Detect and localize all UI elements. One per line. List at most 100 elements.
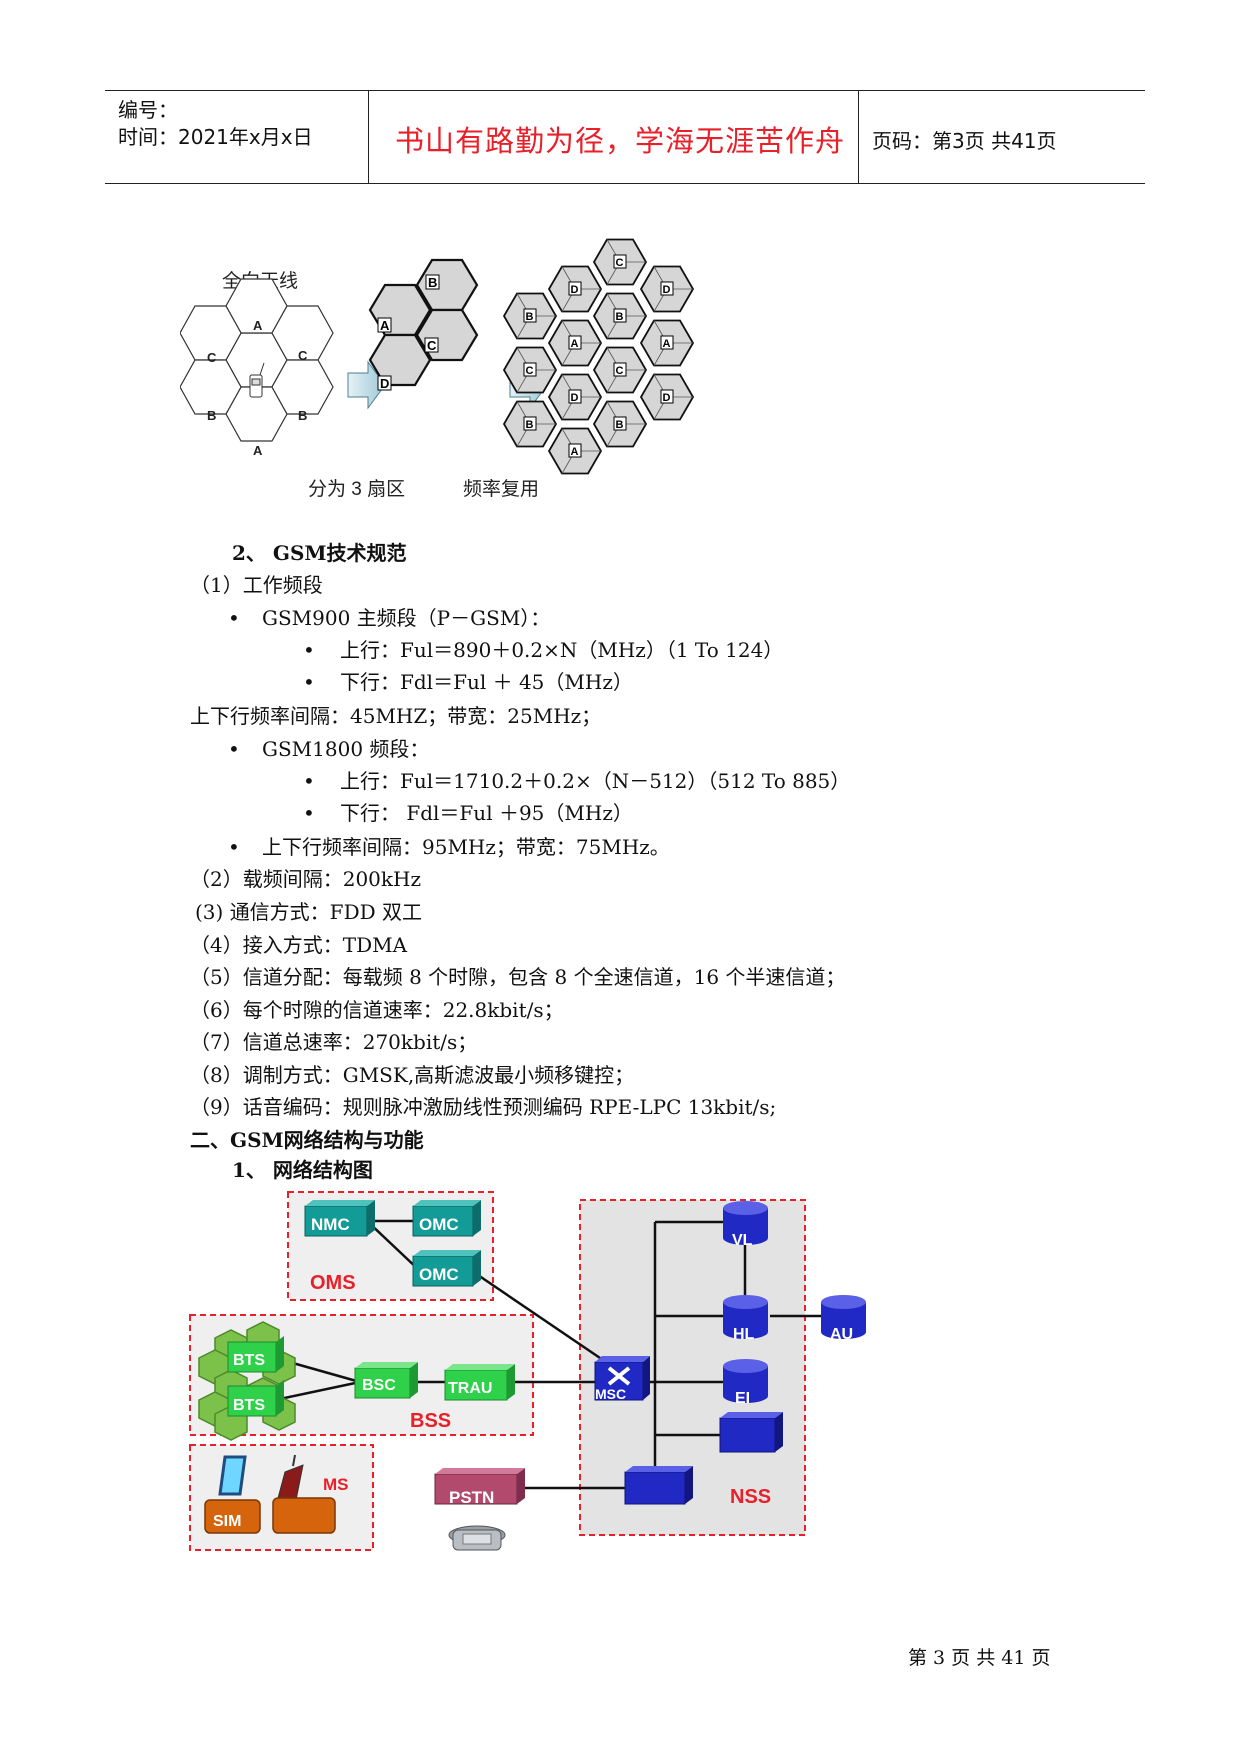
reuse-letter-box [613, 362, 627, 377]
spec-line-16: （8）调制方式：GMSK,高斯滤波最小频移键控； [190, 1063, 635, 1087]
header-top-rule [105, 90, 1145, 91]
bts1-label: BTS [233, 1352, 265, 1369]
spec-line-5: 上下行频率间隔：45MHZ；带宽：25MHz； [190, 704, 602, 728]
page-label: 页码：第3页 共41页 [872, 129, 1057, 153]
reuse-letter-box [523, 308, 537, 323]
sector-letter-B: B [428, 275, 437, 290]
spec-line-1: （1）工作频段 [190, 573, 323, 597]
pstn-node: PSTN [434, 1468, 525, 1507]
reuse-letter-box [568, 335, 582, 350]
omc1-label: OMC [419, 1215, 459, 1234]
bullet-icon: • [303, 769, 315, 793]
bts-node-2: BTS [227, 1380, 284, 1417]
sector-letter-A: A [380, 318, 390, 333]
vl-label: VL [732, 1232, 753, 1249]
spec-line-13: （5）信道分配：每载频 8 个时隙，包含 8 个全速信道，16 个半速信道； [190, 965, 846, 989]
sector-caption: 分为 3 扇区 [308, 478, 405, 500]
reuse-letter: D [663, 284, 671, 296]
reuse-letter: B [526, 419, 534, 431]
bullet-icon: • [228, 606, 240, 630]
omni-label-top: A [253, 318, 263, 333]
bsc-node: BSC [354, 1362, 418, 1399]
network-diagram-title: 1、 网络结构图 [232, 1158, 373, 1182]
spec-line-17: （9）话音编码：规则脉冲激励线性预测编码 RPE-LPC 13kbit/s; [190, 1095, 777, 1119]
reuse-letter: C [616, 257, 624, 269]
spec-line-11: (3) 通信方式：FDD 双工 [195, 900, 422, 924]
reuse-letter-box [613, 308, 627, 323]
hl-database: HL [723, 1295, 768, 1343]
nmc-label: NMC [311, 1215, 350, 1234]
bts2-label: BTS [233, 1397, 265, 1414]
bullet-icon: • [228, 835, 240, 859]
reuse-letter-box [568, 389, 582, 404]
vl-database: VL [723, 1201, 768, 1249]
nss-label: NSS [730, 1486, 771, 1508]
ms-box [272, 1497, 336, 1534]
network-structure-figure: NMC OMC OMC OMS [189, 1191, 866, 1551]
page-footer: 第 3 页 共 41 页 [908, 1647, 1051, 1669]
omc2-label: OMC [419, 1265, 459, 1284]
telephone-icon [448, 1525, 506, 1551]
omni-label-bottom: A [253, 443, 263, 458]
header-motto: 书山有路勤为径，学海无涯苦作舟 [395, 124, 846, 158]
reuse-letter-box [523, 416, 537, 431]
header-divider-1 [368, 90, 369, 183]
sim-card-icon [218, 1455, 247, 1496]
reuse-letter: B [616, 419, 624, 431]
reuse-letter-box [660, 281, 674, 296]
reuse-letter: A [663, 338, 671, 350]
mobile-phone-icon [249, 362, 265, 398]
reuse-letter-box [660, 335, 674, 350]
reuse-letter-box [523, 362, 537, 377]
bsc-label: BSC [362, 1377, 396, 1394]
omc-node-2: OMC [412, 1250, 481, 1287]
omni-label-ll: B [207, 408, 216, 423]
spec-line-4: 下行：Fdl＝Ful ＋ 45（MHz） [340, 670, 633, 694]
reuse-letter: B [616, 311, 624, 323]
spec-line-12: （4）接入方式：TDMA [190, 933, 408, 957]
spec-line-6: GSM1800 频段： [262, 737, 430, 761]
time-label: 时间：2021年x月x日 [118, 125, 313, 149]
omc-node-1: OMC [412, 1200, 481, 1237]
arrow-right-icon [347, 360, 386, 410]
reuse-letter-box [660, 389, 674, 404]
omni-hex-lower-right [271, 359, 334, 415]
msc-label: MSC [595, 1386, 626, 1402]
bullet-icon: • [303, 801, 315, 825]
spec-line-7: 上行：Ful＝1710.2＋0.2×（N－512）（512 To 885） [340, 769, 851, 793]
reuse-letter: D [663, 392, 671, 404]
omni-label-ur: C [298, 348, 308, 363]
cell-reuse-figure: 全向天线 A C C B B A B A [180, 238, 695, 500]
reuse-letter: C [616, 365, 624, 377]
switch-cross-icon [607, 1366, 631, 1386]
au-label: AU [830, 1326, 853, 1343]
reuse-letter-box [568, 443, 582, 458]
ei-label: EI [735, 1390, 750, 1407]
sim-label: SIM [213, 1513, 241, 1530]
reuse-letter: B [526, 311, 534, 323]
spec-line-15: （7）信道总速率：270kbit/s； [190, 1030, 478, 1054]
reuse-letter: D [571, 284, 579, 296]
section-gsm-spec-title: 2、 GSM技术规范 [232, 541, 407, 565]
reuse-letter-box [568, 281, 582, 296]
bullet-icon: • [303, 638, 315, 662]
reuse-letter: A [571, 338, 579, 350]
pstn-label: PSTN [449, 1488, 494, 1507]
bullet-icon: • [228, 737, 240, 761]
spec-line-10: （2）载频间隔：200kHz [190, 867, 421, 891]
reuse-letter-box [613, 416, 627, 431]
spec-line-8: 下行： Fdl＝Ful ＋95（MHz） [340, 801, 633, 825]
sector-cluster [368, 258, 479, 387]
nss-unit-box [719, 1412, 783, 1453]
reuse-letter: A [571, 446, 579, 458]
hl-label: HL [733, 1326, 755, 1343]
reuse-letter: C [526, 365, 534, 377]
omni-cell-cluster [180, 278, 334, 442]
omni-hex-lower-left [180, 359, 242, 415]
ei-database: EI [723, 1359, 768, 1407]
header-bottom-rule [105, 183, 1145, 184]
oms-label: OMS [310, 1272, 356, 1294]
header-divider-2 [858, 90, 859, 183]
sector-hex-D [368, 333, 432, 387]
gateway-box [624, 1466, 693, 1505]
